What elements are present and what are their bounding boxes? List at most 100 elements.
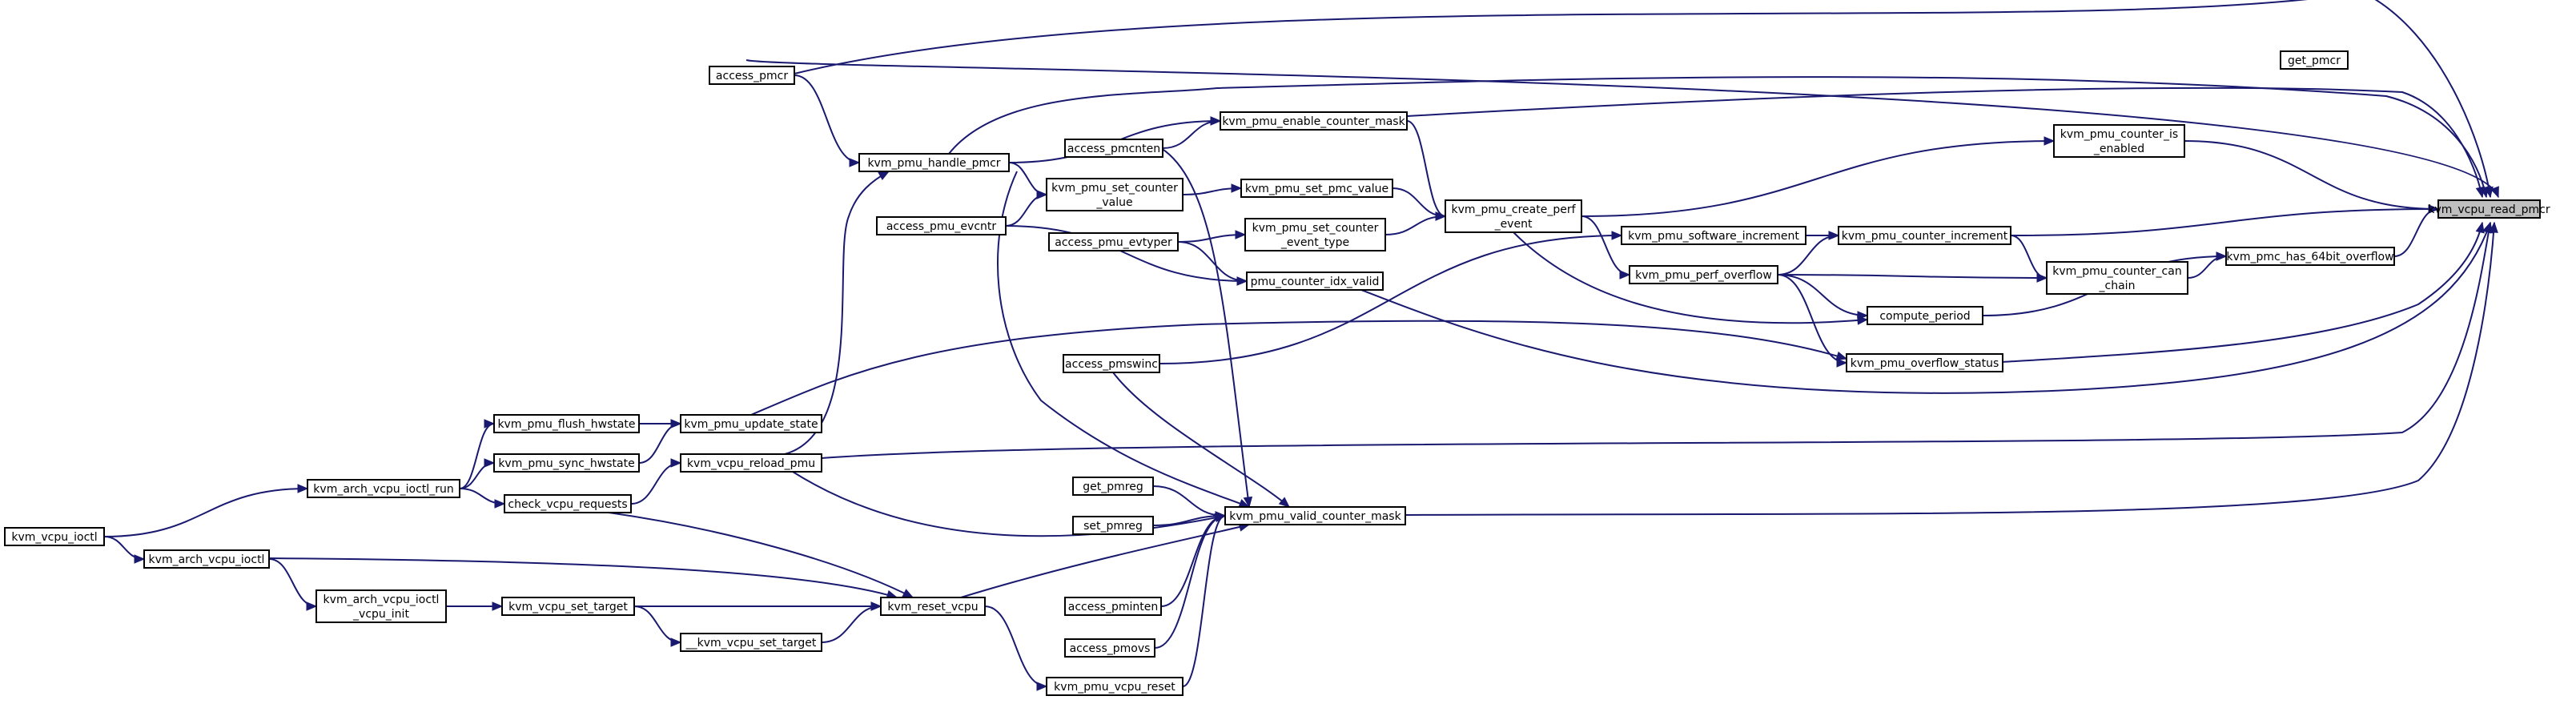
node-kvm-vcpu-read-pmcr[interactable]: kvm_vcpu_read_pmcr	[2428, 199, 2550, 219]
node-kvm-pmu-counter-is-enabled[interactable]: kvm_pmu_counter_is_enabled	[2053, 124, 2185, 158]
node-access-pmovs[interactable]: access_pmovs	[1064, 638, 1155, 658]
node-kvm-pmu-flush-hwstate[interactable]: kvm_pmu_flush_hwstate	[493, 414, 640, 433]
graph-nodes: kvm_vcpu_read_pmcr get_pmcr access_pmcrkvm…	[4, 50, 2550, 696]
edge-kvm-pmu-perf-overflow-to-kvm-pmu-overflow-status	[1777, 274, 1848, 368]
node-kvm-pmu-overflow-status[interactable]: kvm_pmu_overflow_status	[1846, 353, 2003, 372]
arrowhead	[1611, 231, 1623, 240]
node-label: kvm_pmu_software_increment	[1628, 230, 1799, 243]
node-label: kvm_pmu_vcpu_reset	[1054, 681, 1175, 694]
edge-kvm-arch-vcpu-ioctl-run-to-kvm-pmu-flush-hwstate	[459, 419, 496, 489]
node-label: kvm_arch_vcpu_ioctl	[149, 553, 265, 566]
arrowhead	[1619, 270, 1631, 280]
node-kvm-pmu-vcpu-reset[interactable]: kvm_pmu_vcpu_reset	[1046, 677, 1184, 696]
edge-access-pmcr-to-kvm-vcpu-read-pmcr	[794, 0, 2494, 199]
node-access-pminten[interactable]: access_pminten	[1064, 597, 1162, 616]
edge-kvm-pmu-create-perf-event-to-kvm-pmu-counter-is-enabled	[1581, 136, 2056, 217]
node-kvm-vcpu-set-target[interactable]: kvm_vcpu_set_target	[501, 597, 635, 616]
node-pmu-counter-idx-valid[interactable]: pmu_counter_idx_valid	[1246, 272, 1384, 291]
node-get-pmreg[interactable]: get_pmreg	[1072, 477, 1154, 496]
node-set-pmreg[interactable]: set_pmreg	[1072, 516, 1154, 535]
arrowhead	[1278, 497, 1290, 508]
node-kvm-pmu-create-perf-event[interactable]: kvm_pmu_create_perf_event	[1445, 199, 1582, 233]
node-label: kvm_pmu_set_pmc_value	[1245, 183, 1388, 195]
node-kvm-pmu-valid-counter-mask[interactable]: kvm_pmu_valid_counter_mask	[1224, 506, 1406, 525]
edge-kvm-pmu-sync-hwstate-to-kvm-pmu-update-state	[638, 419, 682, 464]
node-label: _vcpu_init	[352, 608, 409, 621]
node-kvm-pmu-handle-pmcr[interactable]: kvm_pmu_handle_pmcr	[858, 153, 1010, 172]
edge-kvm-pmu-update-state-to-kvm-pmu-overflow-status	[750, 320, 1848, 416]
graph-edges	[103, 0, 2499, 691]
arrowhead	[1828, 231, 1840, 240]
arrowhead	[2475, 221, 2485, 234]
node-access-pmu-evcntr[interactable]: access_pmu_evcntr	[876, 216, 1007, 235]
edge-kvm-pmu-counter-increment-to-kvm-vcpu-read-pmcr	[2010, 204, 2440, 236]
arrowhead	[2036, 273, 2048, 283]
node-kvm-pmu-set-counter-event-type[interactable]: kvm_pmu_set_counter_event_type	[1244, 218, 1386, 251]
arrowhead	[1835, 351, 1848, 360]
edge-kvm-vcpu-set-target-to-kvm-vcpu-set-target	[633, 605, 682, 647]
node-kvm-pmc-has-64bit-overflow[interactable]: kvm_pmc_has_64bit_overflow	[2225, 247, 2395, 266]
arrowhead	[1235, 230, 1247, 239]
node-kvm-vcpu-reload-pmu[interactable]: kvm_vcpu_reload_pmu	[680, 453, 822, 473]
node-kvm-vcpu-ioctl[interactable]: kvm_vcpu_ioctl	[4, 527, 105, 546]
node-label: check_vcpu_requests	[508, 498, 627, 511]
node-kvm-reset-vcpu[interactable]: kvm_reset_vcpu	[880, 597, 986, 616]
arrowhead	[1036, 682, 1048, 691]
node-kvm-arch-vcpu-ioctl-run[interactable]: kvm_arch_vcpu_ioctl_run	[307, 479, 460, 498]
node-access-pmu-evtyper[interactable]: access_pmu_evtyper	[1048, 232, 1179, 251]
arrowhead	[2216, 251, 2228, 261]
node-kvm-arch-vcpu-ioctl[interactable]: kvm_arch_vcpu_ioctl	[143, 549, 270, 569]
node-label: kvm_pmu_counter_can	[2052, 265, 2181, 278]
edge-kvm-pmu-enable-counter-mask-to-kvm-vcpu-read-pmcr	[1406, 86, 2485, 199]
edge-kvm-vcpu-reload-pmu-to-kvm-pmu-handle-pmcr	[784, 171, 890, 455]
node-kvm-pmu-counter-can-chain[interactable]: kvm_pmu_counter_can_chain	[2046, 261, 2188, 295]
node-label: _event	[1494, 218, 1533, 231]
arrowhead	[492, 601, 504, 611]
node-kvm-vcpu-set-target[interactable]: __kvm_vcpu_set_target	[680, 633, 822, 652]
node-kvm-pmu-update-state[interactable]: kvm_pmu_update_state	[680, 414, 822, 433]
arrowhead	[2428, 204, 2440, 214]
node-kvm-pmu-counter-increment[interactable]: kvm_pmu_counter_increment	[1838, 226, 2011, 245]
edge-kvm-pmu-set-counter-value-to-kvm-pmu-set-pmc-value	[1182, 183, 1243, 195]
edge-kvm-arch-vcpu-ioctl-vcpu-init-to-kvm-vcpu-set-target	[446, 601, 504, 611]
arrowhead	[134, 554, 146, 564]
edge-check-vcpu-requests-to-kvm-reset-vcpu	[608, 512, 914, 598]
edge-kvm-vcpu-ioctl-to-kvm-arch-vcpu-ioctl	[103, 536, 146, 564]
node-label: access_pmu_evtyper	[1055, 236, 1172, 249]
node-kvm-pmu-software-increment[interactable]: kvm_pmu_software_increment	[1621, 226, 1806, 245]
edge-kvm-vcpu-ioctl-to-kvm-arch-vcpu-ioctl-run	[103, 484, 309, 537]
edge-kvm-pmu-counter-is-enabled-to-kvm-vcpu-read-pmcr	[2184, 140, 2440, 214]
node-kvm-pmu-set-pmc-value[interactable]: kvm_pmu_set_pmc_value	[1240, 179, 1393, 198]
arrowhead	[1210, 116, 1222, 126]
node-access-pmcr[interactable]: access_pmcr	[709, 66, 795, 85]
node-kvm-arch-vcpu-ioctl-vcpu-init[interactable]: kvm_arch_vcpu_ioctl_vcpu_init	[315, 589, 447, 623]
node-kvm-pmu-enable-counter-mask[interactable]: kvm_pmu_enable_counter_mask	[1220, 111, 1408, 131]
node-label: kvm_pmu_counter_is	[2060, 128, 2178, 141]
edge-kvm-pmu-handle-pmcr-to-kvm-pmu-valid-counter-mask	[997, 171, 1251, 508]
arrowhead	[1836, 358, 1848, 368]
edge-check-vcpu-requests-to-kvm-vcpu-reload-pmu	[630, 458, 682, 505]
edge-kvm-arch-vcpu-ioctl-run-to-check-vcpu-requests	[459, 488, 506, 509]
node-label: access_pmovs	[1070, 642, 1151, 655]
node-access-pmcnten[interactable]: access_pmcnten	[1064, 139, 1163, 158]
arrowhead	[670, 419, 682, 428]
arrowhead	[902, 589, 914, 598]
node-check-vcpu-requests[interactable]: check_vcpu_requests	[504, 494, 632, 513]
node-kvm-pmu-perf-overflow[interactable]: kvm_pmu_perf_overflow	[1629, 265, 1778, 284]
edge-kvm-pmu-enable-counter-mask-to-kvm-pmu-create-perf-event	[1406, 120, 1447, 221]
edge-access-pmcnten-to-kvm-pmu-valid-counter-mask	[1160, 147, 1253, 509]
node-get-pmcr[interactable]: get_pmcr	[2280, 50, 2349, 70]
edge-get-pmcr-to-kvm-vcpu-read-pmcr	[745, 59, 2499, 199]
arrowhead	[849, 158, 861, 167]
edge-kvm-arch-vcpu-ioctl-run-to-kvm-pmu-sync-hwstate	[459, 458, 496, 489]
node-label: kvm_pmu_counter_increment	[1842, 230, 2008, 243]
arrowhead	[670, 638, 682, 647]
edge-kvm-vcpu-reload-pmu-to-kvm-pmu-valid-counter-mask	[792, 471, 1227, 537]
node-compute-period[interactable]: compute_period	[1867, 306, 1983, 325]
node-label: access_pminten	[1068, 601, 1158, 613]
arrowhead	[1857, 316, 1869, 325]
edge-kvm-pmu-vcpu-reset-to-kvm-pmu-valid-counter-mask	[1182, 511, 1227, 687]
node-kvm-pmu-set-counter-value[interactable]: kvm_pmu_set_counter_value	[1046, 178, 1184, 211]
node-kvm-pmu-sync-hwstate[interactable]: kvm_pmu_sync_hwstate	[493, 453, 640, 473]
node-access-pmswinc[interactable]: access_pmswinc	[1063, 354, 1160, 373]
